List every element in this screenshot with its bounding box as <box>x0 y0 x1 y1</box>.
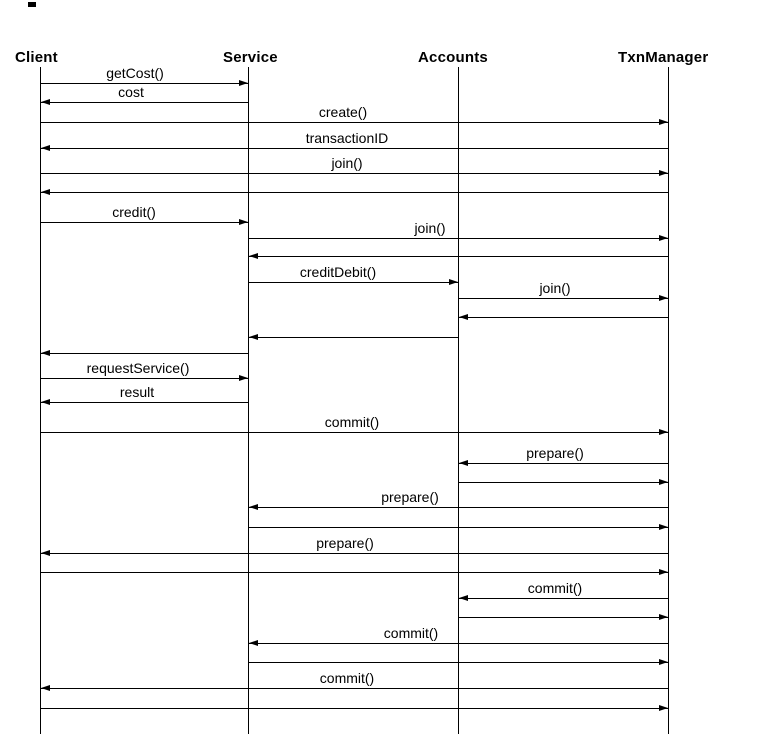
arrowhead-right-icon <box>239 80 248 86</box>
message-line-creditDebit <box>248 282 458 283</box>
message-line-create <box>40 122 668 123</box>
message-label: prepare() <box>526 445 584 461</box>
arrowhead-right-icon <box>659 479 668 485</box>
arrowhead-right-icon <box>659 429 668 435</box>
message-line-return <box>40 572 668 573</box>
arrowhead-right-icon <box>659 614 668 620</box>
arrowhead-right-icon <box>239 219 248 225</box>
arrowhead-right-icon <box>659 705 668 711</box>
message-line-commit <box>40 432 668 433</box>
message-label: commit() <box>319 670 375 686</box>
message-label: create() <box>318 104 368 120</box>
message-label: result <box>119 384 155 400</box>
arrowhead-left-icon <box>41 350 50 356</box>
arrowhead-right-icon <box>659 170 668 176</box>
message-line-return <box>458 482 668 483</box>
arrowhead-left-icon <box>249 640 258 646</box>
message-line-return <box>248 256 668 257</box>
lifeline-service <box>248 67 249 734</box>
message-line-return <box>40 192 668 193</box>
arrowhead-right-icon <box>659 569 668 575</box>
message-line-join <box>40 173 668 174</box>
arrowhead-right-icon <box>659 119 668 125</box>
lifeline-txnmanager <box>668 67 669 734</box>
message-line-getCost <box>40 83 248 84</box>
message-line-credit <box>40 222 248 223</box>
message-label: join() <box>539 280 571 296</box>
message-label: getCost() <box>106 65 164 81</box>
arrowhead-left-icon <box>249 504 258 510</box>
arrowhead-left-icon <box>459 460 468 466</box>
message-line-prepare <box>248 507 668 508</box>
participant-header-client: Client <box>15 49 58 66</box>
message-label: requestService() <box>86 360 190 376</box>
arrowhead-right-icon <box>659 524 668 530</box>
message-line-result <box>40 402 248 403</box>
message-line-return <box>248 662 668 663</box>
message-line-join <box>458 298 668 299</box>
participant-header-accounts: Accounts <box>418 49 488 66</box>
message-label: transactionID <box>305 130 389 146</box>
arrowhead-left-icon <box>41 99 50 105</box>
arrowhead-left-icon <box>41 399 50 405</box>
message-line-transactionID <box>40 148 668 149</box>
arrowhead-left-icon <box>249 253 258 259</box>
arrowhead-left-icon <box>41 685 50 691</box>
message-line-commit <box>458 598 668 599</box>
message-label: prepare() <box>381 489 439 505</box>
message-line-prepare <box>40 553 668 554</box>
participant-header-txnmanager: TxnManager <box>618 49 709 66</box>
participant-header-service: Service <box>223 49 278 66</box>
arrowhead-right-icon <box>659 295 668 301</box>
message-line-return <box>248 337 458 338</box>
lifeline-client <box>40 67 41 734</box>
arrowhead-right-icon <box>659 235 668 241</box>
message-line-prepare <box>458 463 668 464</box>
message-label: commit() <box>383 625 439 641</box>
arrowhead-right-icon <box>449 279 458 285</box>
message-line-return <box>40 708 668 709</box>
message-line-return <box>40 353 248 354</box>
message-label: join() <box>331 155 363 171</box>
stray-mark <box>28 2 36 7</box>
message-label: commit() <box>527 580 583 596</box>
arrowhead-left-icon <box>41 550 50 556</box>
message-line-join <box>248 238 668 239</box>
message-line-requestService <box>40 378 248 379</box>
arrowhead-left-icon <box>459 314 468 320</box>
message-label: cost <box>118 84 144 100</box>
message-line-return <box>248 527 668 528</box>
message-line-cost <box>40 102 248 103</box>
message-line-return <box>458 617 668 618</box>
arrowhead-left-icon <box>41 145 50 151</box>
lifeline-accounts <box>458 67 459 734</box>
message-label: commit() <box>324 414 380 430</box>
arrowhead-left-icon <box>249 334 258 340</box>
message-label: creditDebit() <box>299 264 377 280</box>
arrowhead-right-icon <box>659 659 668 665</box>
arrowhead-right-icon <box>239 375 248 381</box>
message-label: prepare() <box>316 535 374 551</box>
message-label: credit() <box>112 204 156 220</box>
message-line-return <box>458 317 668 318</box>
arrowhead-left-icon <box>459 595 468 601</box>
arrowhead-left-icon <box>41 189 50 195</box>
message-line-commit <box>40 688 668 689</box>
message-line-commit <box>248 643 668 644</box>
message-label: join() <box>414 220 446 236</box>
